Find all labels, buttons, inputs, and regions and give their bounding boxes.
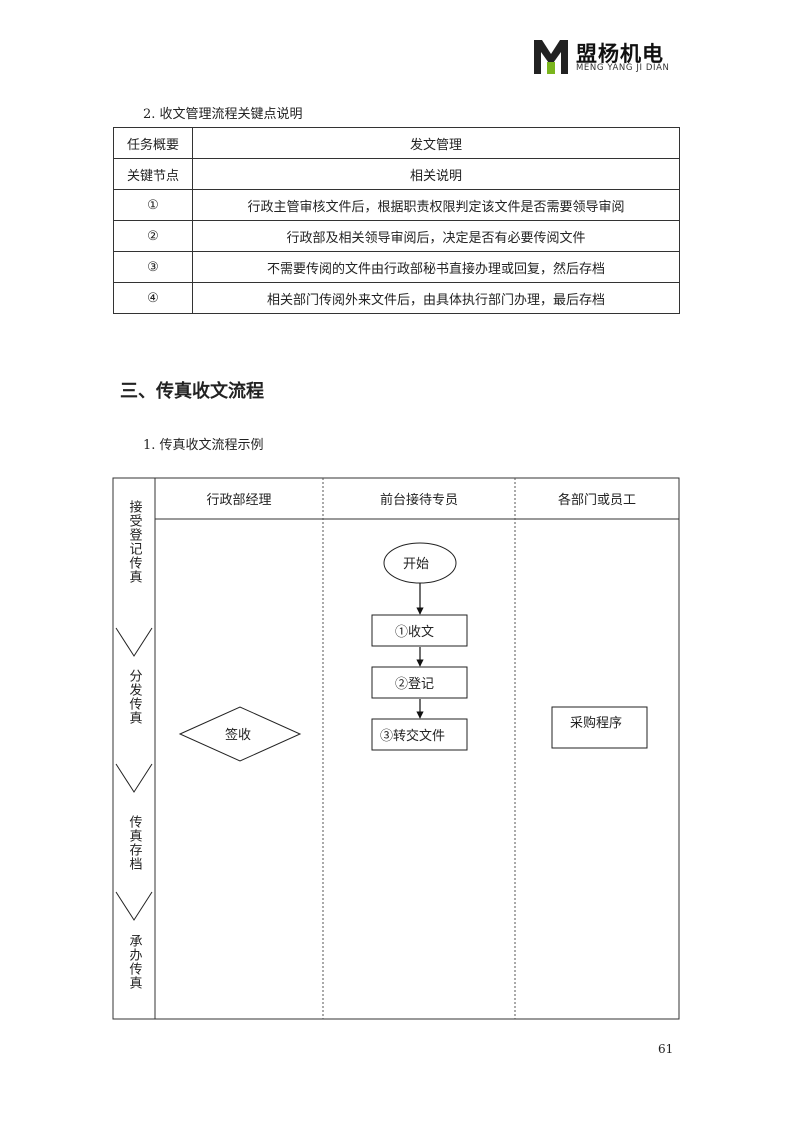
sign-diamond [178, 706, 302, 762]
page-number: 61 [658, 1042, 674, 1056]
receive-box-label: ①收文 [395, 625, 434, 640]
table-cell-value: 发文管理 [192, 127, 680, 159]
register-box [371, 666, 468, 699]
company-name-en: MENG YANG JI DIAN [576, 63, 670, 73]
stage-label-handle: 承办传真 [127, 934, 143, 990]
company-name-cn: 盟杨机电 [576, 42, 664, 66]
start-node-label: 开始 [403, 557, 429, 572]
company-logo-mark-icon [534, 40, 568, 74]
stage-label-archive: 传真存档 [127, 815, 143, 871]
column-header-departments: 各部门或员工 [558, 492, 636, 508]
table-row: ③ 不需要传阅的文件由行政部秘书直接办理或回复，然后存档 [113, 251, 680, 283]
table-cell-value: 行政主管审核文件后，根据职责权限判定该文件是否需要领导审阅 [192, 189, 680, 221]
table-cell-key: 关键节点 [113, 158, 193, 190]
table-row: 任务概要 发文管理 [113, 127, 680, 159]
sign-diamond-label: 签收 [225, 727, 251, 743]
table-cell-value: 相关部门传阅外来文件后，由具体执行部门办理，最后存档 [192, 282, 680, 314]
table-cell-key: ② [113, 220, 193, 252]
register-box-label: ②登记 [395, 677, 434, 692]
transfer-box [371, 718, 468, 751]
column-header-admin-manager: 行政部经理 [206, 493, 271, 508]
stage-label-distribute: 分发传真 [127, 669, 143, 725]
table-row: 关键节点 相关说明 [113, 158, 680, 190]
table-row: ① 行政主管审核文件后，根据职责权限判定该文件是否需要领导审阅 [113, 189, 680, 221]
table-row: ② 行政部及相关领导审阅后，决定是否有必要传阅文件 [113, 220, 680, 252]
section-2-subheading: 2. 收文管理流程关键点说明 [143, 107, 303, 122]
procurement-box [551, 706, 648, 749]
section-3-heading: 三、传真收文流程 [120, 381, 264, 402]
table-cell-value: 不需要传阅的文件由行政部秘书直接办理或回复，然后存档 [192, 251, 680, 283]
table-row: ④ 相关部门传阅外来文件后，由具体执行部门办理，最后存档 [113, 282, 680, 314]
procurement-box-label: 采购程序 [570, 715, 622, 731]
key-points-table: 任务概要 发文管理 关键节点 相关说明 ① 行政主管审核文件后，根据职责权限判定… [113, 127, 680, 314]
section-3-subheading: 1. 传真收文流程示例 [143, 438, 264, 453]
table-cell-key: 任务概要 [113, 127, 193, 159]
column-header-reception: 前台接待专员 [380, 492, 458, 508]
stage-label-register: 接受登记传真 [127, 499, 143, 584]
receive-box [371, 614, 468, 647]
transfer-box-label: ③转交文件 [380, 728, 445, 744]
